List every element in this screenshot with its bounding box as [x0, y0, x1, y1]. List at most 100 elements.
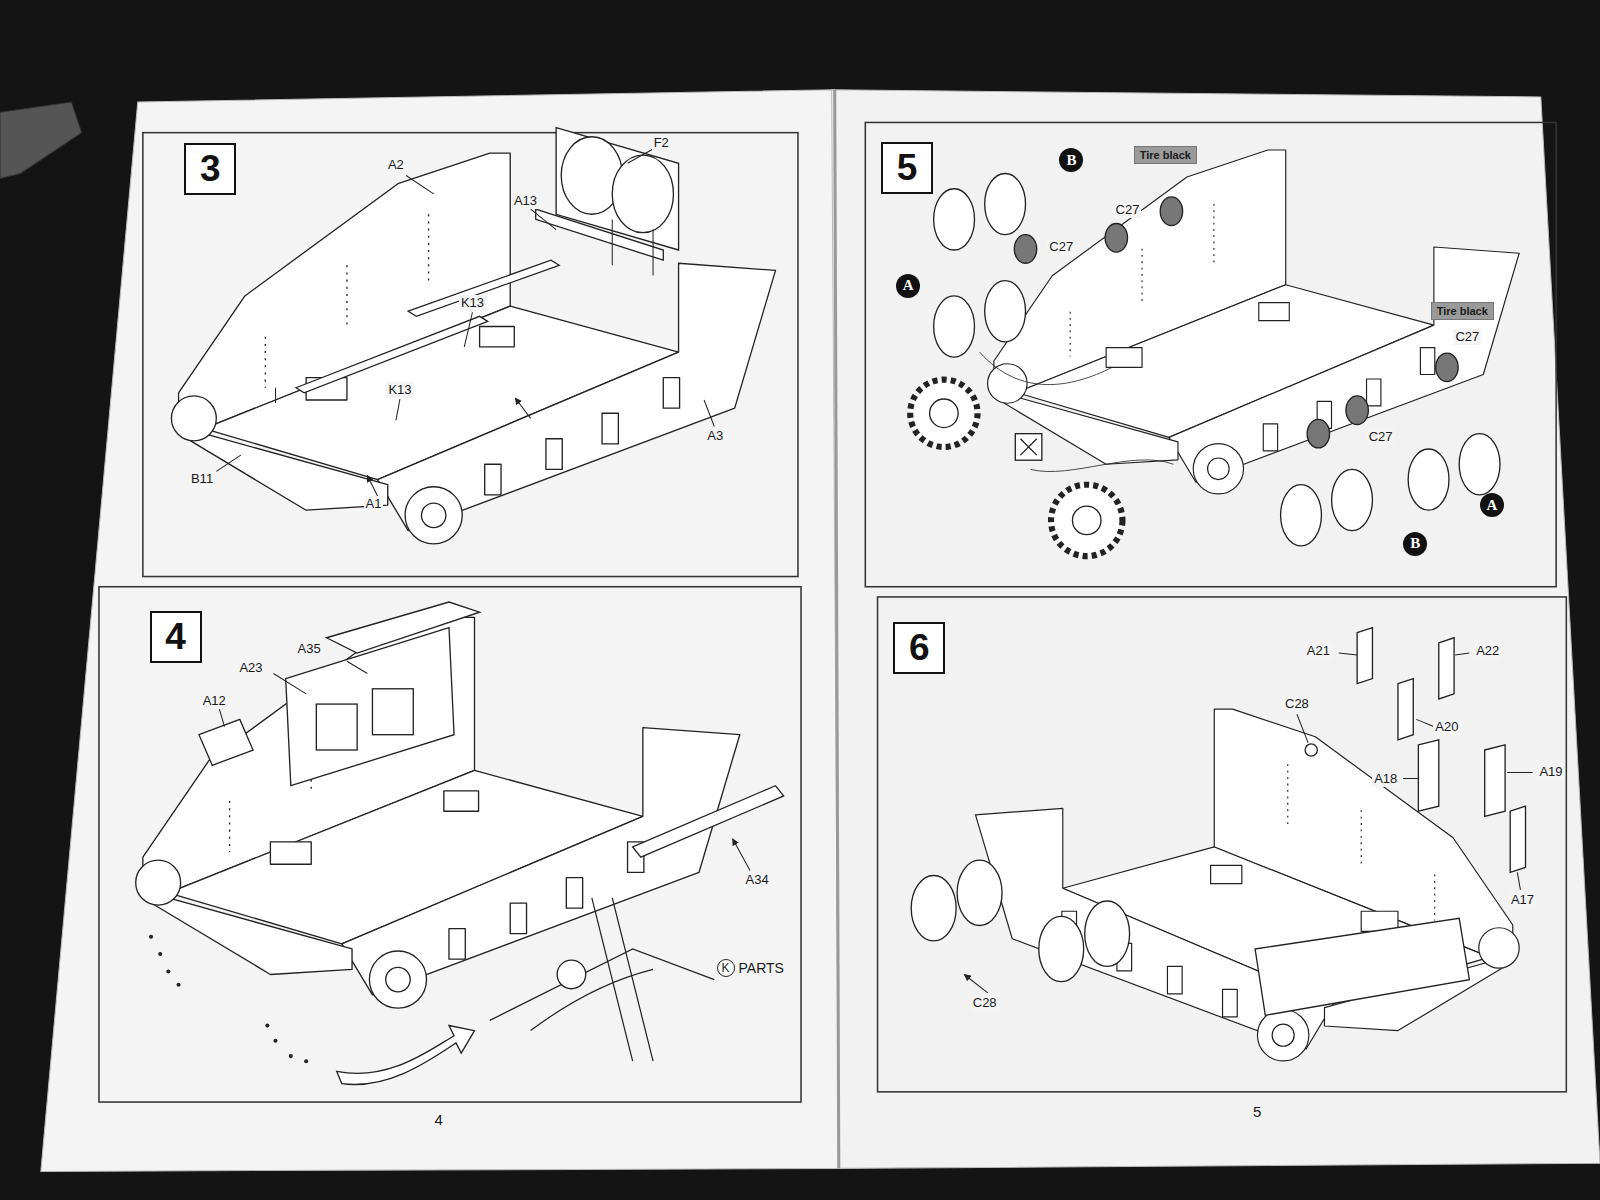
part-label: A35: [296, 641, 323, 657]
paint-callout: Tire black: [1431, 302, 1494, 320]
node-text: B: [1410, 535, 1420, 552]
part-label: A17: [1509, 892, 1536, 908]
step-panel: [143, 133, 798, 577]
road-wheel: [1332, 469, 1373, 530]
road-wheel: [1039, 916, 1084, 981]
node-text: Tire black: [1437, 305, 1488, 317]
part-label: C28: [971, 995, 999, 1011]
part-label: C27: [1047, 239, 1075, 255]
detail-loop: [980, 352, 1174, 471]
part-label: A1: [364, 496, 384, 512]
road-wheel: [985, 281, 1026, 342]
step6-parts: [911, 628, 1532, 1016]
step5-parts: [910, 173, 1500, 556]
armor-plate: [1510, 806, 1525, 872]
sprocket-hub: [930, 399, 959, 428]
turn-over-arrow: [337, 1026, 475, 1085]
road-wheel: [911, 876, 956, 941]
part-label: A18: [1372, 771, 1399, 787]
variant-marker: B: [1059, 148, 1083, 172]
armor-plate: [1418, 740, 1438, 811]
part-label: C28: [1283, 696, 1311, 712]
step-number-box: 5: [881, 142, 933, 194]
part-label: A12: [201, 693, 228, 709]
node-text: 4: [165, 616, 186, 658]
detail-inset: [490, 898, 714, 1061]
hatch-door: [316, 704, 357, 750]
leader-lines: [216, 149, 714, 496]
hull-step5: [988, 150, 1520, 494]
seat: [199, 719, 253, 765]
part-label: C27: [1453, 329, 1481, 345]
skirt-plates: [1255, 918, 1469, 1015]
detail-fitting: [557, 960, 586, 989]
hatch-door: [372, 689, 413, 735]
node-text: B: [1066, 152, 1076, 169]
road-wheel: [985, 173, 1026, 234]
sprocket-hub: [1072, 506, 1101, 535]
armor-plate: [1439, 638, 1454, 699]
part-label: K13: [459, 295, 486, 311]
armor-plate: [1485, 745, 1505, 816]
armor-plate: [1357, 628, 1372, 684]
part-label: C27: [1114, 202, 1142, 218]
step-number-box: 6: [893, 622, 945, 674]
variant-marker: A: [896, 274, 920, 298]
hull-step6: [976, 709, 1520, 1061]
armor-plate: [1398, 679, 1413, 740]
road-wheel: [1085, 901, 1130, 966]
part-label: A13: [512, 193, 539, 209]
pliers: [0, 102, 82, 179]
part-label: A19: [1537, 764, 1564, 780]
road-wheel: [1459, 434, 1500, 495]
side-shelf: [633, 786, 784, 857]
bulkhead: [286, 628, 454, 786]
paint-callout: Tire black: [1134, 146, 1197, 164]
small-fitting: [1305, 744, 1317, 756]
part-label: B11: [189, 471, 215, 487]
part-label: A21: [1305, 643, 1332, 659]
part-label: C27: [1367, 429, 1395, 445]
road-wheel: [1281, 485, 1322, 546]
rear-opening: [612, 155, 673, 233]
road-wheel: [1408, 449, 1449, 510]
part-label: PARTS: [737, 960, 786, 976]
node-text: 6: [909, 627, 930, 669]
node-text: A: [903, 277, 914, 294]
part-label: F2: [652, 135, 671, 151]
hull-step4: [136, 617, 740, 1008]
step-number-box: 4: [150, 611, 202, 663]
leader-lines: [219, 661, 750, 870]
page-number: 5: [1251, 1104, 1263, 1120]
pin-dots: [149, 935, 308, 1064]
strip-plate: [536, 209, 664, 260]
step-number-box: 3: [184, 143, 236, 195]
part-label: K13: [386, 382, 413, 398]
left-page: [41, 90, 839, 1172]
page-number: 4: [433, 1112, 445, 1128]
step-panel: [865, 122, 1556, 586]
cross-bar: [408, 260, 559, 316]
road-wheel: [934, 296, 975, 357]
road-wheel: [957, 860, 1002, 925]
tool-icon-mark: [1020, 439, 1036, 455]
step-panel: [99, 587, 801, 1102]
road-wheel: [934, 189, 975, 250]
part-label: A23: [237, 660, 264, 676]
sprue-marker: K: [717, 959, 735, 977]
part-label: A34: [744, 872, 771, 888]
step3-parts: [216, 128, 714, 496]
sprocket: [1051, 485, 1122, 556]
part-label: A22: [1474, 643, 1501, 659]
leader-lines: [964, 653, 1532, 993]
part-label: A20: [1433, 719, 1460, 735]
node-text: K: [721, 961, 729, 975]
step4-parts: [149, 602, 784, 1084]
node-text: Tire black: [1140, 149, 1191, 161]
sprocket: [910, 380, 977, 447]
assembly-arrows: [276, 219, 654, 418]
